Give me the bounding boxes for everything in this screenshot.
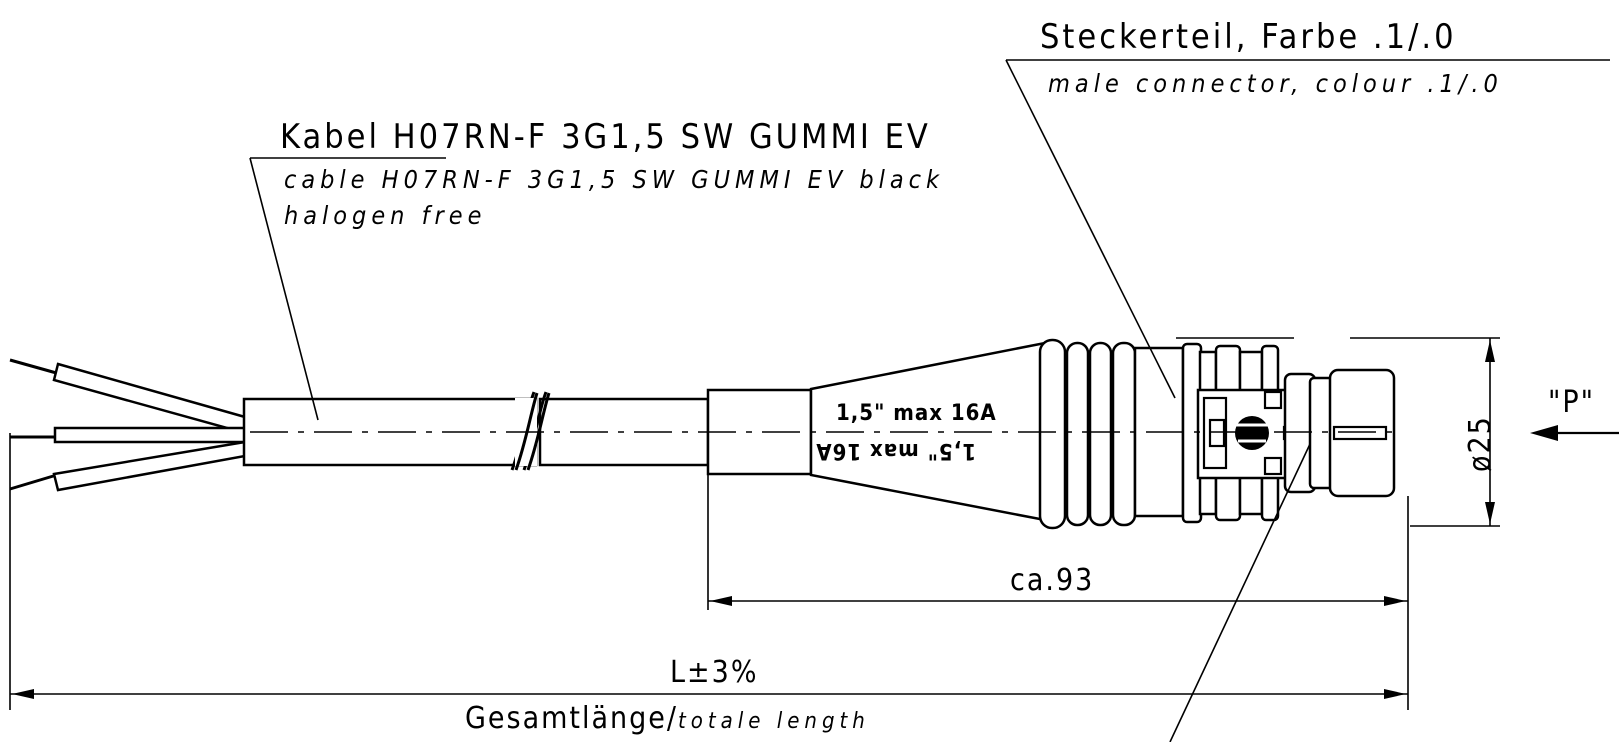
caption-italic: totale length <box>678 709 870 734</box>
marking-top: 1,5" max 16A <box>836 401 997 426</box>
cable-subtitle-line1: cable H07RN-F 3G1,5 SW GUMMI EV black <box>284 165 944 194</box>
connector-length-dimension <box>708 596 1408 606</box>
caption-main: Gesamtlänge/ <box>465 701 678 736</box>
total-length-dimension <box>10 689 1408 699</box>
cable-title: Kabel H07RN-F 3G1,5 SW GUMMI EV <box>280 117 931 157</box>
view-p-label: "P" <box>1548 385 1595 420</box>
connector-title: Steckerteil, Farbe .1/.0 <box>1040 17 1457 57</box>
leader-lines <box>249 59 1610 742</box>
total-length-label: L±3% <box>670 655 758 690</box>
wire-ends <box>9 358 247 492</box>
cable-subtitle-line2: halogen free <box>284 201 486 230</box>
diameter-label: ø25 <box>1463 415 1498 472</box>
view-p-arrow <box>1530 425 1619 441</box>
total-length-caption: Gesamtlänge/totale length <box>465 701 870 736</box>
connector-subtitle: male connector, colour .1/.0 <box>1048 69 1503 98</box>
plug-front <box>1283 368 1396 498</box>
marking-bottom: 1,5" max 16A <box>815 438 976 463</box>
diameter-dimension <box>1176 337 1500 527</box>
grip-rings <box>1038 338 1137 530</box>
extension-lines <box>9 433 1409 710</box>
connector-length-label: ca.93 <box>1010 563 1094 598</box>
locking-ring <box>1181 342 1388 524</box>
